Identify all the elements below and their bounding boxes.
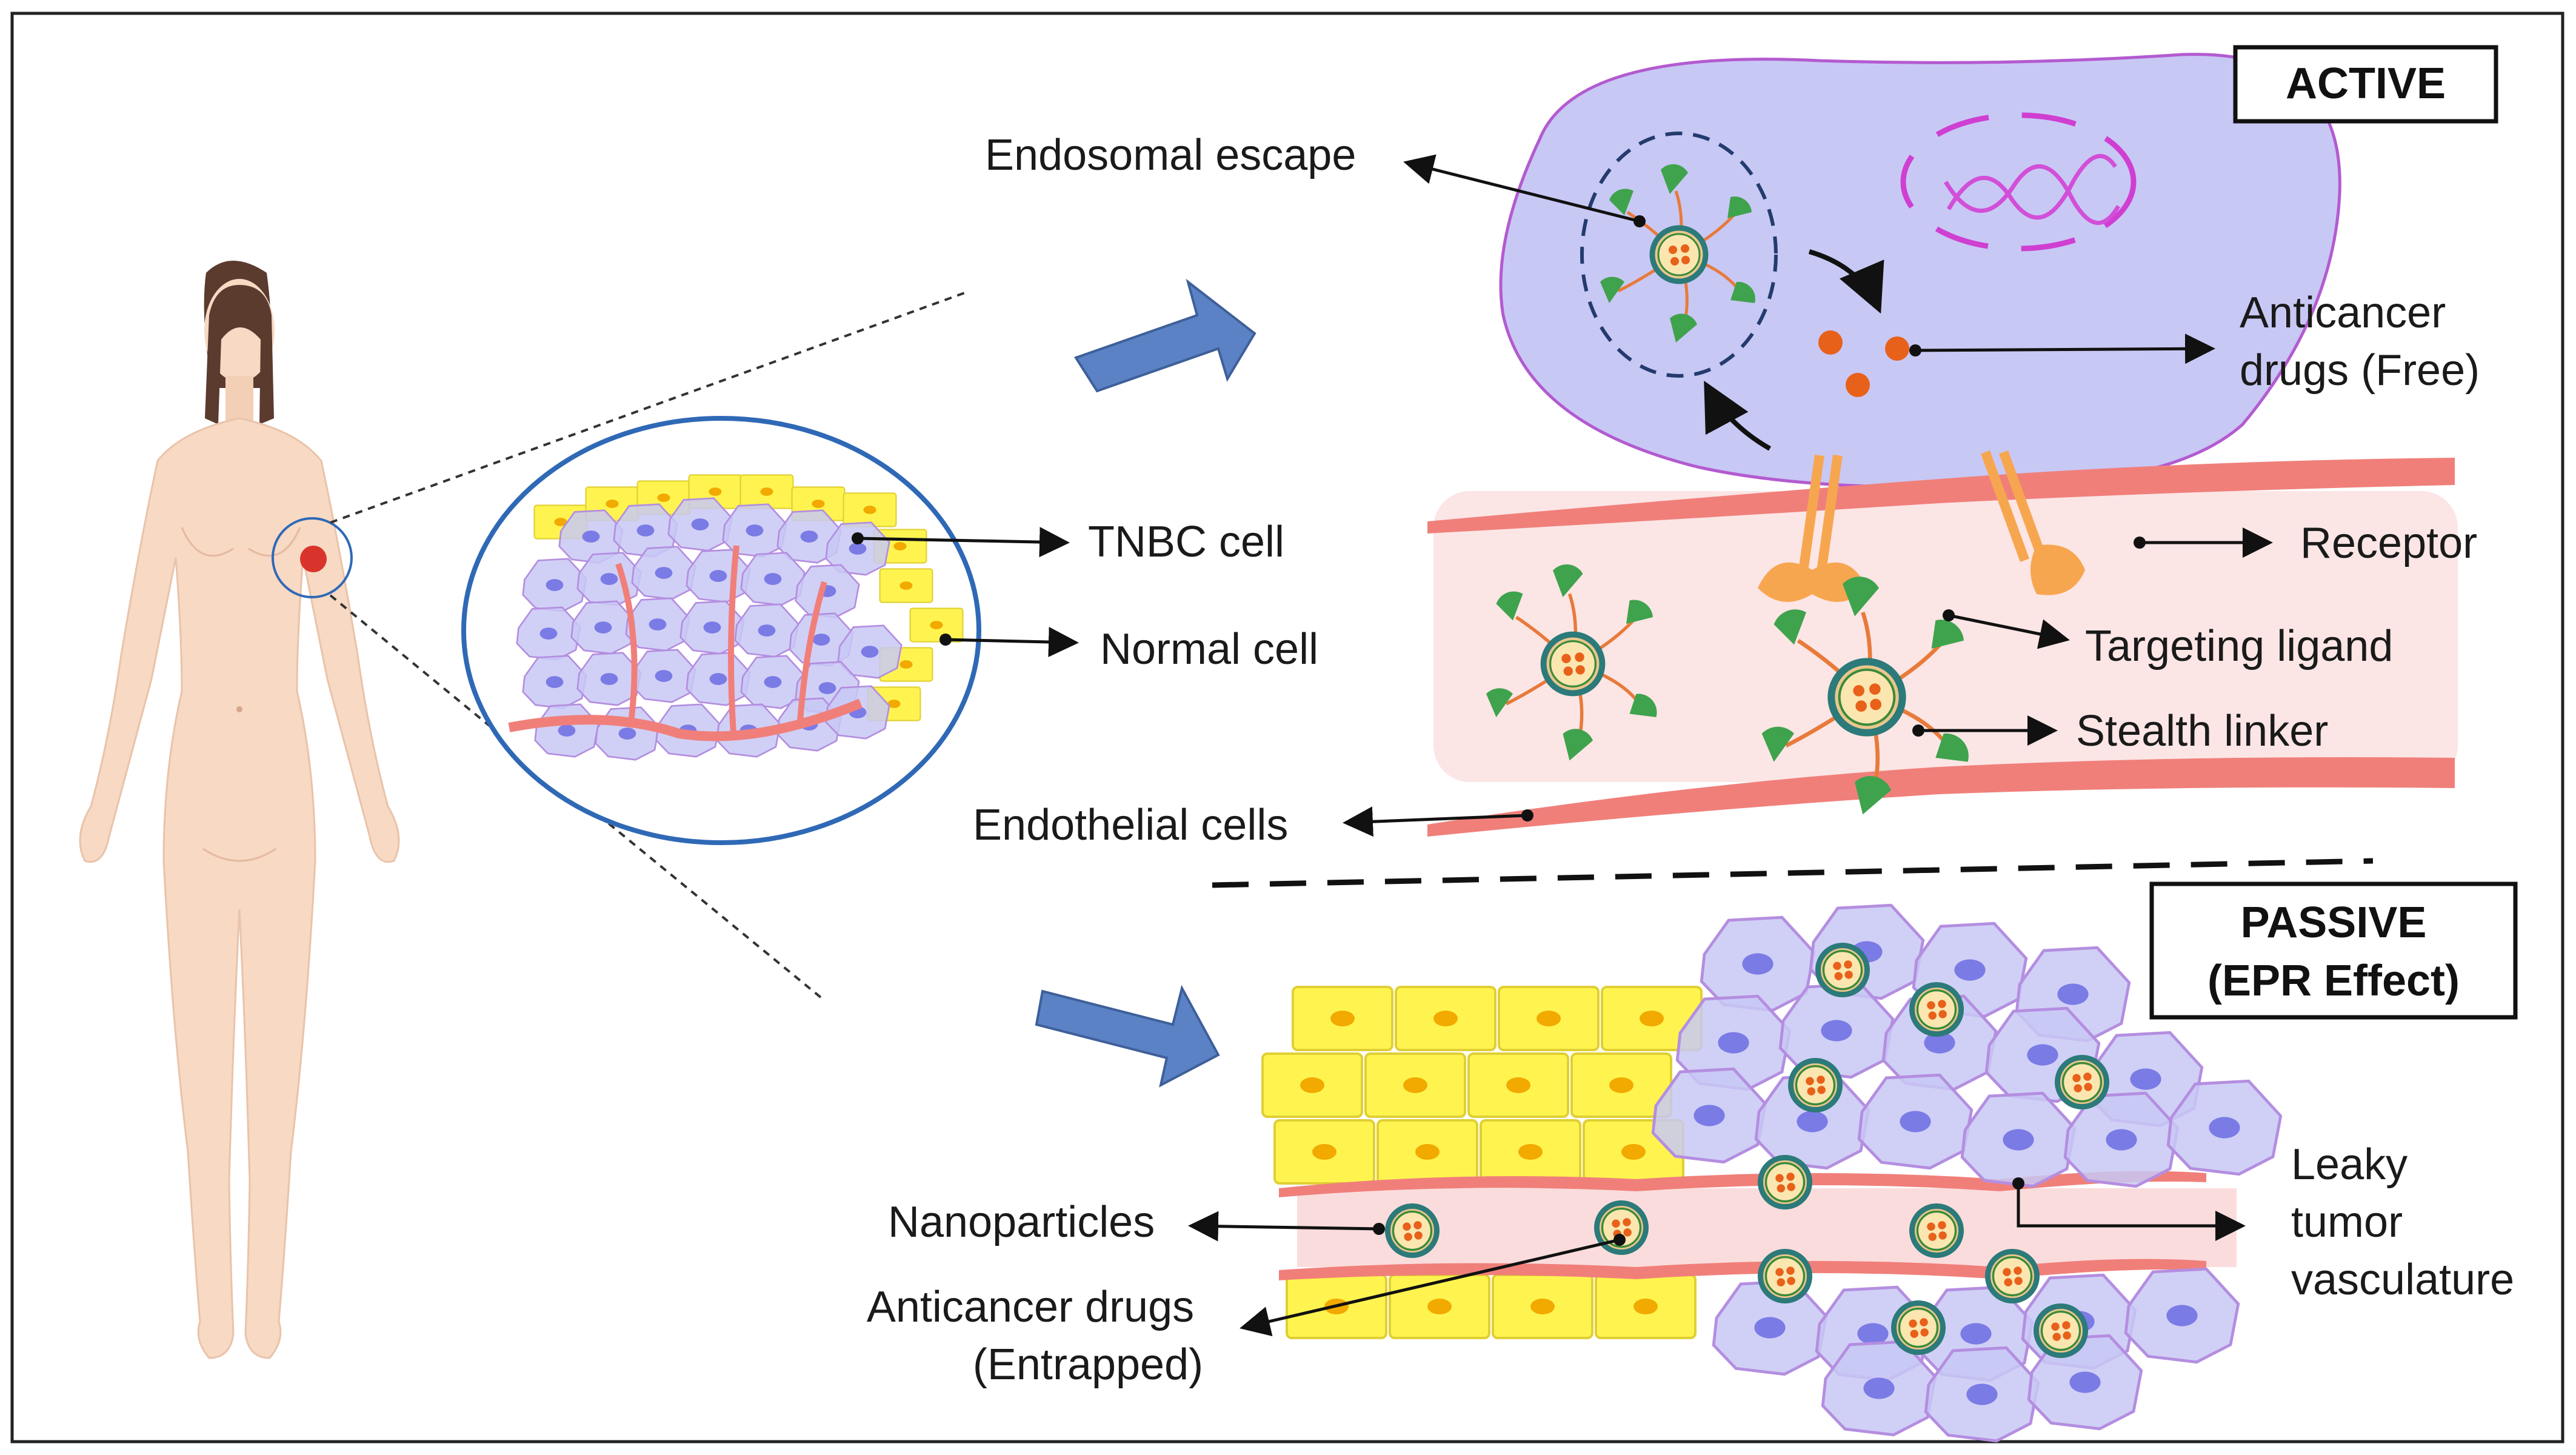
passive-label-line1: PASSIVE xyxy=(2241,898,2427,947)
dna-strand-2 xyxy=(1944,164,2121,225)
normal-pointer xyxy=(945,626,1079,657)
receptor-1 xyxy=(1758,454,1867,602)
free-drug-dot xyxy=(1846,373,1870,397)
normal-pointer-dot xyxy=(939,634,952,646)
nucleus-outline xyxy=(1900,112,2137,252)
nanoparticles-label: Nanoparticles xyxy=(888,1198,1155,1246)
passive-normal-cells xyxy=(1261,986,1703,1339)
free-drug-dot xyxy=(1885,336,1909,361)
human-figure xyxy=(79,261,400,1359)
nanoparticles-pointer xyxy=(1188,1211,1380,1242)
tnbc-cell-label: TNBC cell xyxy=(1088,518,1284,566)
anticancer-free-label-line2: drugs (Free) xyxy=(2240,346,2480,395)
receptor-2 xyxy=(1980,450,2085,595)
anticancer-entrapped-label-line2: (Entrapped) xyxy=(973,1340,1203,1389)
endothelial-pointer xyxy=(1343,806,1528,837)
release-arrow xyxy=(1808,249,1884,314)
target-tumor-cell xyxy=(1499,53,2341,489)
endosomal-escape-dot xyxy=(1633,215,1646,227)
dna-strand-1 xyxy=(1946,153,2117,220)
entrapped-drug-pointer xyxy=(1240,1238,1620,1337)
endosome-outline xyxy=(1580,132,1778,378)
anticancer-entrapped-label-line1: Anticancer drugs xyxy=(867,1283,1194,1331)
free-drug-pointer xyxy=(1915,333,2215,364)
endothelial-cells-label: Endothelial cells xyxy=(973,801,1288,849)
linker-pointer-dot xyxy=(1912,724,1924,737)
active-label: ACTIVE xyxy=(2286,59,2446,108)
tumor-vessels xyxy=(508,545,863,741)
leaky-label-line3: vasculature xyxy=(2291,1256,2514,1304)
stealth-linker-label: Stealth linker xyxy=(2076,707,2328,755)
targeting-ligand-label: Targeting ligand xyxy=(2085,622,2393,671)
outer-frame xyxy=(10,12,2564,1443)
normal-cell-label: Normal cell xyxy=(1100,625,1318,674)
leaky-pointer-dot xyxy=(2012,1177,2024,1189)
tnbc-pointer-dot xyxy=(852,532,864,544)
zoom-line-top xyxy=(330,290,970,524)
endosomal-escape-pointer xyxy=(1403,154,1640,223)
free-drug-dot xyxy=(1818,330,1843,355)
breast-zoom-circle xyxy=(272,517,353,598)
endosomal-escape-label: Endosomal escape xyxy=(985,131,1356,179)
receptor-label: Receptor xyxy=(2300,519,2477,567)
active-route-arrow xyxy=(1073,278,1256,393)
nanoparticles-pointer-dot xyxy=(1373,1223,1385,1235)
zoom-ellipse-border xyxy=(461,416,981,845)
tissue-zoom xyxy=(461,416,981,845)
ligand-pointer xyxy=(1948,614,2070,649)
endothelial-pointer-dot xyxy=(1521,809,1533,821)
ligand-pointer-dot xyxy=(1943,609,1955,621)
receptor-pointer-dot xyxy=(2134,537,2146,549)
leaky-label-line1: Leaky xyxy=(2291,1140,2407,1189)
internalization-arrow xyxy=(1704,380,1771,451)
anticancer-free-label-line1: Anticancer xyxy=(2240,289,2446,337)
endothelial-top xyxy=(1427,458,2455,534)
passive-route-arrow xyxy=(1035,985,1220,1088)
passive-endothelial-top xyxy=(1279,1171,2206,1197)
leaky-pointer xyxy=(2017,1183,2246,1241)
tnbc-pointer xyxy=(857,527,1070,558)
tumor-spot xyxy=(300,546,327,572)
free-drug-pointer-dot xyxy=(1909,344,1921,356)
passive-label-box xyxy=(2149,881,2518,1020)
section-divider xyxy=(1212,858,2374,888)
entrapped-drug-pointer-dot xyxy=(1613,1234,1626,1246)
active-panel xyxy=(1427,53,2458,837)
passive-label-line2: (EPR Effect) xyxy=(2207,957,2460,1005)
endothelial-bottom xyxy=(1427,757,2455,837)
passive-panel xyxy=(1261,905,2281,1441)
active-label-box xyxy=(2233,45,2498,124)
leaky-label-line2: tumor xyxy=(2291,1198,2403,1246)
